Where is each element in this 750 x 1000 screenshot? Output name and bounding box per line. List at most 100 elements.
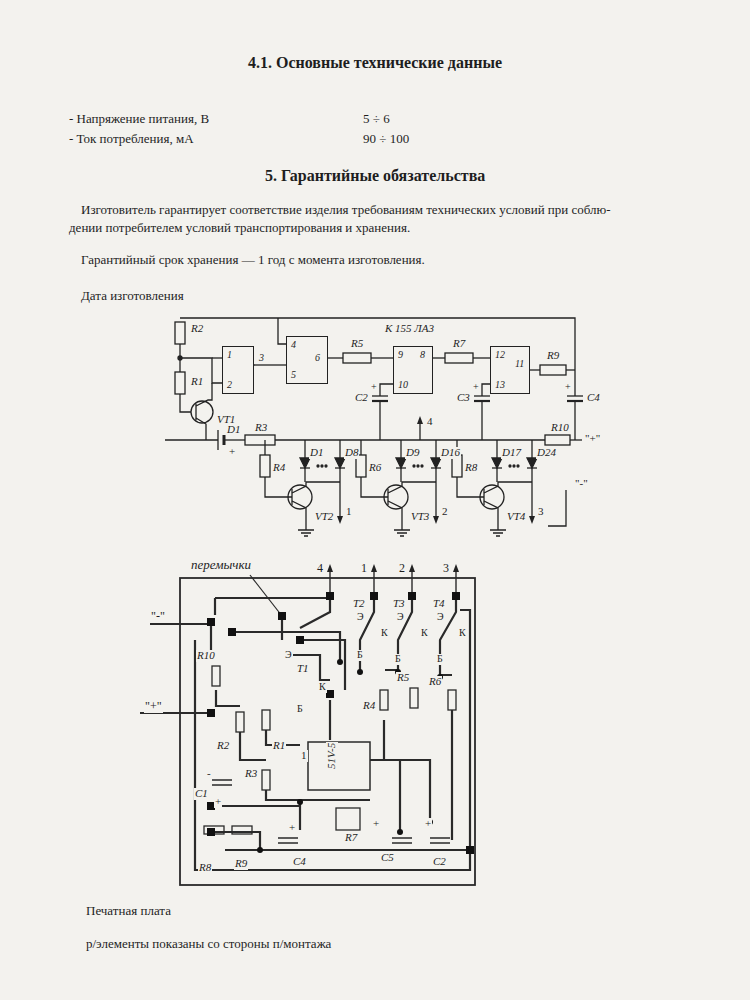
body-text: - Ток потребления, мА [68, 132, 195, 146]
schematic [545, 435, 570, 445]
part-label: + [424, 818, 432, 830]
section-heading: 4.1. Основные технические данные [247, 55, 503, 72]
printed-circuit-board [180, 578, 475, 885]
part-label: C3 [456, 392, 471, 404]
pin-number: 2 [227, 380, 232, 390]
part-label: Б [394, 654, 402, 665]
part-label: R8 [198, 862, 212, 874]
part-label: R2 [216, 740, 230, 752]
part-label: Э [284, 650, 293, 661]
logic-gate: 121113 [490, 346, 530, 394]
part-label: R10 [196, 650, 216, 662]
part-label: R5 [396, 672, 410, 684]
part-label: Э [436, 612, 445, 623]
pcb-pad [207, 709, 215, 717]
schematic [566, 369, 575, 370]
logic-gate: 123 [222, 346, 254, 394]
pcb-pad [326, 592, 334, 600]
pcb-pad [357, 669, 363, 675]
transistor-stage [260, 440, 537, 536]
body-text: р/элементы показаны со стороны п/монтажа [85, 937, 332, 951]
part-label: R5 [350, 338, 364, 350]
printed-circuit-board [232, 826, 252, 834]
printed-circuit-board [373, 568, 374, 596]
schematic [433, 357, 445, 358]
part-label: VT3 [410, 511, 430, 523]
pcb-pad [408, 592, 416, 600]
schematic [196, 418, 206, 440]
schematic [419, 420, 420, 440]
pcb-pad [370, 592, 378, 600]
transistor-stage [527, 458, 537, 468]
schematic [178, 356, 182, 360]
body-text: 5 ÷ 6 [362, 112, 391, 126]
printed-circuit-board [399, 760, 401, 830]
part-label: + [288, 822, 296, 834]
pcb-pad [466, 846, 474, 854]
pin-number: 10 [398, 380, 408, 390]
pin-number: 9 [398, 350, 403, 360]
printed-circuit-board [250, 575, 282, 616]
part-label: 4 [316, 562, 324, 575]
pin-number: 5 [291, 370, 296, 380]
logic-gate: 9810 [393, 346, 433, 394]
printed-circuit-board [392, 838, 412, 843]
body-text: Гарантийный срок хранения — 1 год с моме… [80, 253, 426, 267]
transistor-stage [292, 501, 306, 530]
part-label: + [370, 382, 378, 393]
pin-number: 6 [315, 353, 320, 363]
pcb-pad [337, 659, 343, 665]
part-label: R7 [452, 338, 466, 350]
part-label: 3 [442, 562, 450, 575]
transistor-stage [531, 482, 532, 520]
printed-circuit-board [329, 700, 331, 740]
pin-number: 11 [515, 359, 524, 369]
printed-circuit-board [451, 710, 453, 840]
printed-circuit-board [370, 720, 384, 760]
transistor-stage [388, 501, 402, 530]
printed-circuit-board [380, 690, 388, 710]
transistor-stage [413, 465, 415, 467]
schematic [379, 401, 380, 440]
transistor-stage [513, 465, 515, 467]
schematic [217, 430, 218, 450]
part-label: D1 [226, 424, 241, 436]
part-label: "-" [574, 478, 589, 490]
section-heading: 5. Гарантийные обязательства [264, 168, 486, 185]
part-label: + [372, 818, 380, 830]
schematic [474, 395, 490, 396]
printed-circuit-board [278, 838, 298, 843]
schematic [175, 322, 185, 344]
body-text: Печатная плата [85, 904, 172, 918]
schematic [570, 439, 582, 440]
part-label: D8 [344, 447, 359, 459]
schematic [371, 357, 393, 358]
printed-circuit-board [215, 597, 326, 599]
pin-number: 3 [259, 353, 264, 363]
printed-circuit-board [214, 598, 216, 615]
body-text: перемычки [190, 558, 252, 572]
part-label: D16 [440, 447, 461, 459]
transistor-stage [339, 440, 340, 458]
part-label: R7 [344, 832, 358, 844]
wire [254, 364, 286, 365]
transistor-stage [317, 465, 319, 467]
transistor-stage [490, 530, 506, 536]
part-label: T1 [296, 663, 310, 675]
printed-circuit-board [212, 666, 220, 686]
transistor-stage [531, 468, 532, 482]
printed-circuit-board [232, 632, 340, 660]
transistor-stage [387, 489, 388, 505]
transistor-stage [435, 482, 436, 520]
part-label: C4 [292, 856, 307, 868]
transistor-stage [421, 465, 423, 467]
part-label: R9 [546, 350, 560, 362]
transistor-stage [292, 482, 340, 493]
part-label: "+" [584, 433, 601, 445]
schematic [165, 439, 218, 440]
transistor-stage [339, 482, 340, 520]
transistor-stage [496, 468, 497, 482]
printed-circuit-board [329, 568, 330, 596]
part-label: "-" [150, 610, 166, 623]
